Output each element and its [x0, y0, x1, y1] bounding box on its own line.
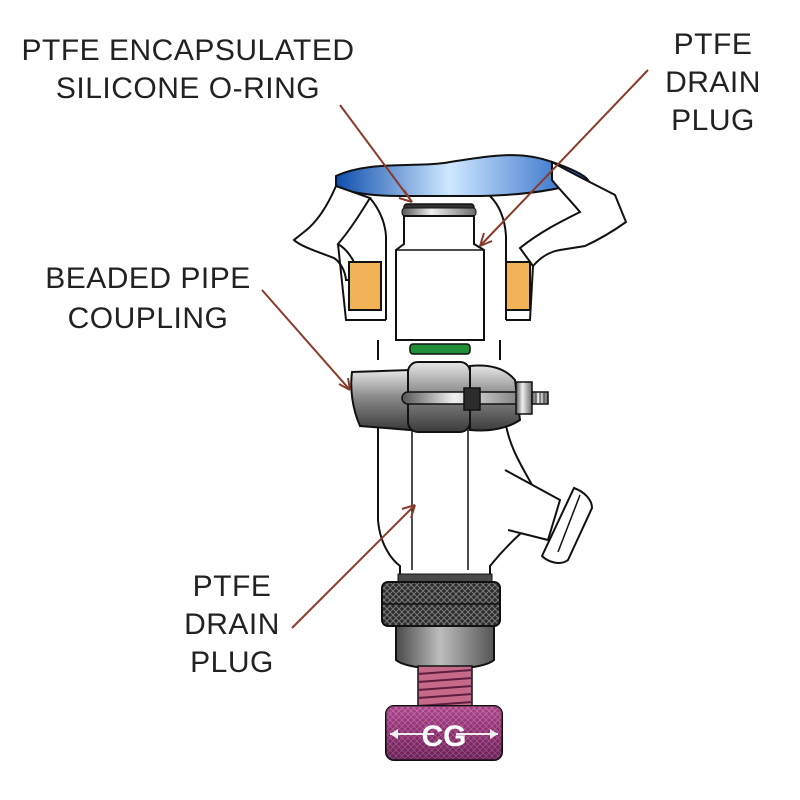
plug-body: [395, 625, 495, 670]
label-drain-plug-top-line2: DRAIN: [665, 66, 761, 99]
drain-nut-assembly: CG: [381, 573, 503, 761]
leader-lines: [261, 69, 649, 629]
oring-top: [401, 207, 477, 217]
label-oring-line1: PTFE ENCAPSULATED: [21, 34, 354, 67]
label-coupling-line1: BEADED PIPE: [45, 262, 251, 295]
label-oring-line2: SILICONE O-RING: [56, 72, 320, 105]
leader-drain-plug-bottom: [291, 504, 416, 629]
label-drain-plug-top-line3: PLUG: [671, 104, 755, 137]
label-coupling-line2: COUPLING: [68, 302, 229, 335]
label-drain-plug-top-line1: PTFE: [674, 28, 753, 61]
wing-nut: [463, 387, 481, 411]
spring: [417, 665, 473, 709]
leader-oring: [339, 104, 413, 203]
label-drain-plug-bottom-line2: DRAIN: [184, 608, 280, 641]
drain-plug-insert: [395, 203, 485, 355]
label-drain-plug-bottom-line1: PTFE: [193, 570, 272, 603]
leader-drain-plug-top: [479, 69, 649, 247]
leader-coupling: [261, 289, 351, 391]
vessel-wall-left: [292, 184, 372, 281]
flange-right: [505, 261, 531, 311]
vessel-wall-right: [518, 160, 628, 268]
glass-body: [377, 340, 594, 581]
pipe-coupling-clamp: [350, 361, 549, 433]
cg-logo: CG: [422, 720, 467, 753]
side-arm-flange: [540, 486, 594, 564]
label-drain-plug-bottom-line3: PLUG: [190, 646, 274, 679]
oring-green: [409, 343, 471, 355]
flange-left: [348, 261, 382, 311]
liquid-surface: [335, 154, 590, 197]
